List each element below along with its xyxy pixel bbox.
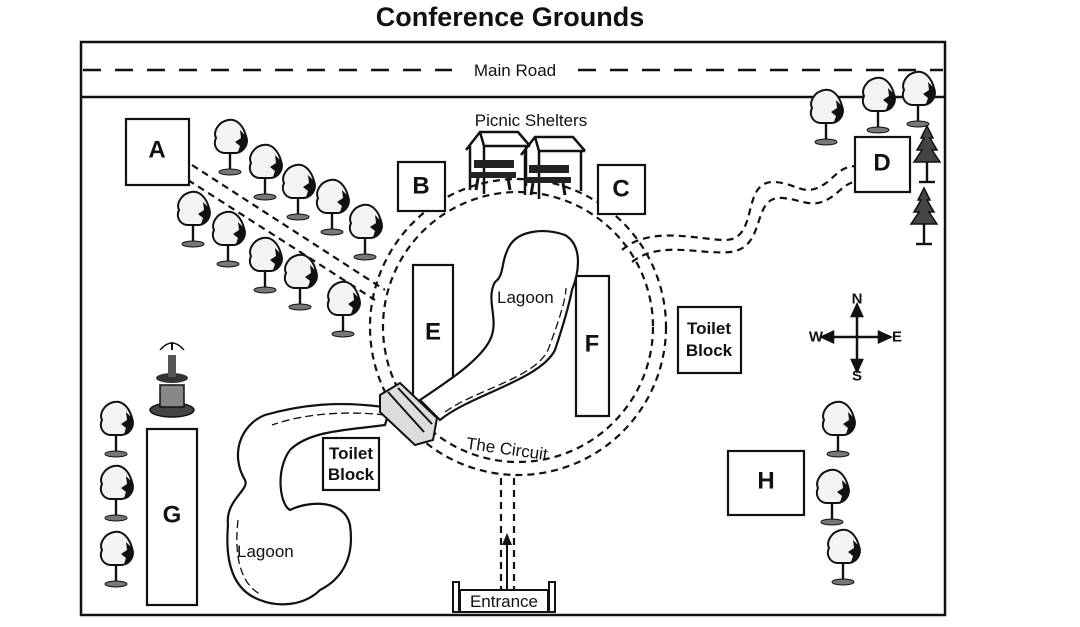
compass-s: S xyxy=(852,368,862,385)
toilet-block-east-line1: Toilet xyxy=(687,319,731,338)
compass-w: W xyxy=(809,329,824,346)
building-g[interactable]: G xyxy=(145,427,199,607)
building-c-label: C xyxy=(612,176,629,203)
fountain-icon xyxy=(149,342,195,418)
main-road-label: Main Road xyxy=(474,61,556,80)
path-d-inner xyxy=(631,180,856,263)
bridge-icon xyxy=(379,381,439,447)
building-e[interactable]: E xyxy=(411,263,455,405)
entrance-gate[interactable]: Entrance xyxy=(452,581,556,613)
lagoon-north-label: Lagoon xyxy=(497,288,554,307)
building-f-label: F xyxy=(585,331,600,358)
picnic-shelters-label: Picnic Shelters xyxy=(475,111,587,130)
building-b-label: B xyxy=(412,173,429,200)
building-f[interactable]: F xyxy=(574,274,611,418)
building-c[interactable]: C xyxy=(596,163,647,216)
lagoon-south-label: Lagoon xyxy=(237,542,294,561)
circuit-label: The Circuit xyxy=(465,434,549,464)
entrance-arrow-icon xyxy=(502,533,512,595)
building-a-label: A xyxy=(148,137,165,164)
compass-e: E xyxy=(892,329,902,346)
building-h[interactable]: H xyxy=(726,449,806,517)
circuit-outer xyxy=(368,177,668,477)
picnic-shelter-icon xyxy=(464,130,587,201)
compass-n: N xyxy=(852,291,863,308)
lagoon-north: Lagoon xyxy=(418,230,580,422)
entrance-label: Entrance xyxy=(470,592,538,611)
toilet-block-west[interactable]: Toilet Block xyxy=(321,436,381,492)
path-a-upper xyxy=(191,164,386,291)
building-a[interactable]: A xyxy=(124,117,191,187)
toilet-block-west-line2: Block xyxy=(328,465,375,484)
lagoon-south: Lagoon xyxy=(226,402,392,606)
building-d-label: D xyxy=(873,150,890,177)
toilet-block-east[interactable]: Toilet Block xyxy=(676,305,743,375)
path-d-outer xyxy=(621,164,856,251)
circuit-inner xyxy=(381,190,655,464)
building-g-label: G xyxy=(163,502,182,529)
building-e-label: E xyxy=(425,319,441,346)
building-h-label: H xyxy=(757,468,774,495)
pine-tree-icon xyxy=(909,124,942,246)
building-d[interactable]: D xyxy=(853,135,912,194)
compass-rose: N S W E xyxy=(809,291,902,385)
map-frame xyxy=(79,40,947,617)
toilet-block-east-line2: Block xyxy=(686,341,733,360)
toilet-block-west-line1: Toilet xyxy=(329,444,373,463)
map-title: Conference Grounds xyxy=(375,2,645,32)
path-a-lower xyxy=(187,179,376,301)
building-b[interactable]: B xyxy=(396,160,447,213)
